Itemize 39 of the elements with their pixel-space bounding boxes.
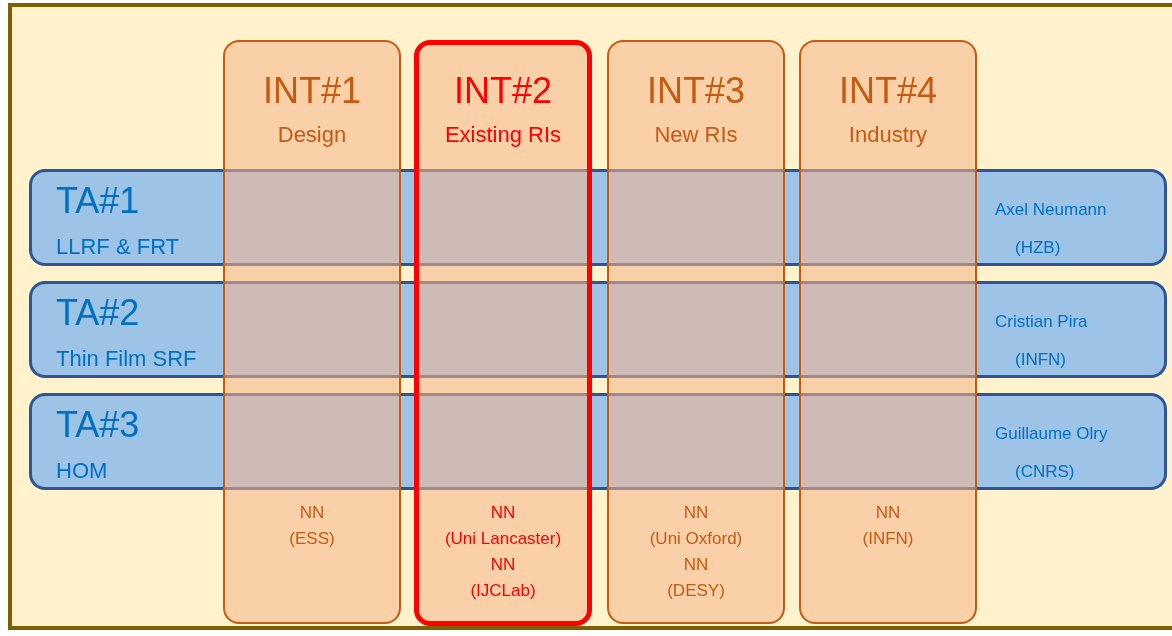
institute-name: (Uni Lancaster) [443,529,563,549]
person-name: NN [489,503,517,523]
person-name: NN [682,555,710,575]
task-subtitle: HOM [56,458,108,484]
task-heading: TA#3 [56,404,140,446]
institute-name: (Uni Oxford) [648,529,744,549]
task-subtitle: LLRF & FRT [56,234,180,260]
institute-name: (IJCLab) [469,581,537,601]
task-heading: TA#1 [56,180,140,222]
institute-name: (INFN) [861,529,915,549]
column-panel [414,40,592,626]
person-name: NN [298,503,326,523]
column-subtitle: New RIs [653,122,739,148]
column-panel [607,40,785,624]
row-band [29,393,1167,490]
column-subtitle: Design [276,122,348,148]
institute-name: (ESS) [288,529,336,549]
person-name: NN [874,503,902,523]
institute-name: (HZB) [1015,238,1061,258]
task-heading: TA#2 [56,292,140,334]
row-band [29,281,1167,378]
row-band [29,169,1167,266]
person-name: NN [489,555,517,575]
column-heading: INT#3 [645,70,746,112]
task-subtitle: Thin Film SRF [56,346,197,372]
column-subtitle: Existing RIs [443,122,563,148]
institute-name: (CNRS) [1015,462,1075,482]
column-heading: INT#4 [837,70,938,112]
institute-name: (DESY) [666,581,726,601]
person-name: NN [682,503,710,523]
column-subtitle: Industry [847,122,929,148]
column-panel [799,40,977,624]
person-name: Cristian Pira [995,312,1088,332]
person-name: Axel Neumann [995,200,1107,220]
column-panel [223,40,401,624]
institute-name: (INFN) [1015,350,1066,370]
column-heading: INT#2 [452,70,553,112]
column-heading: INT#1 [261,70,362,112]
person-name: Guillaume Olry [995,424,1108,444]
